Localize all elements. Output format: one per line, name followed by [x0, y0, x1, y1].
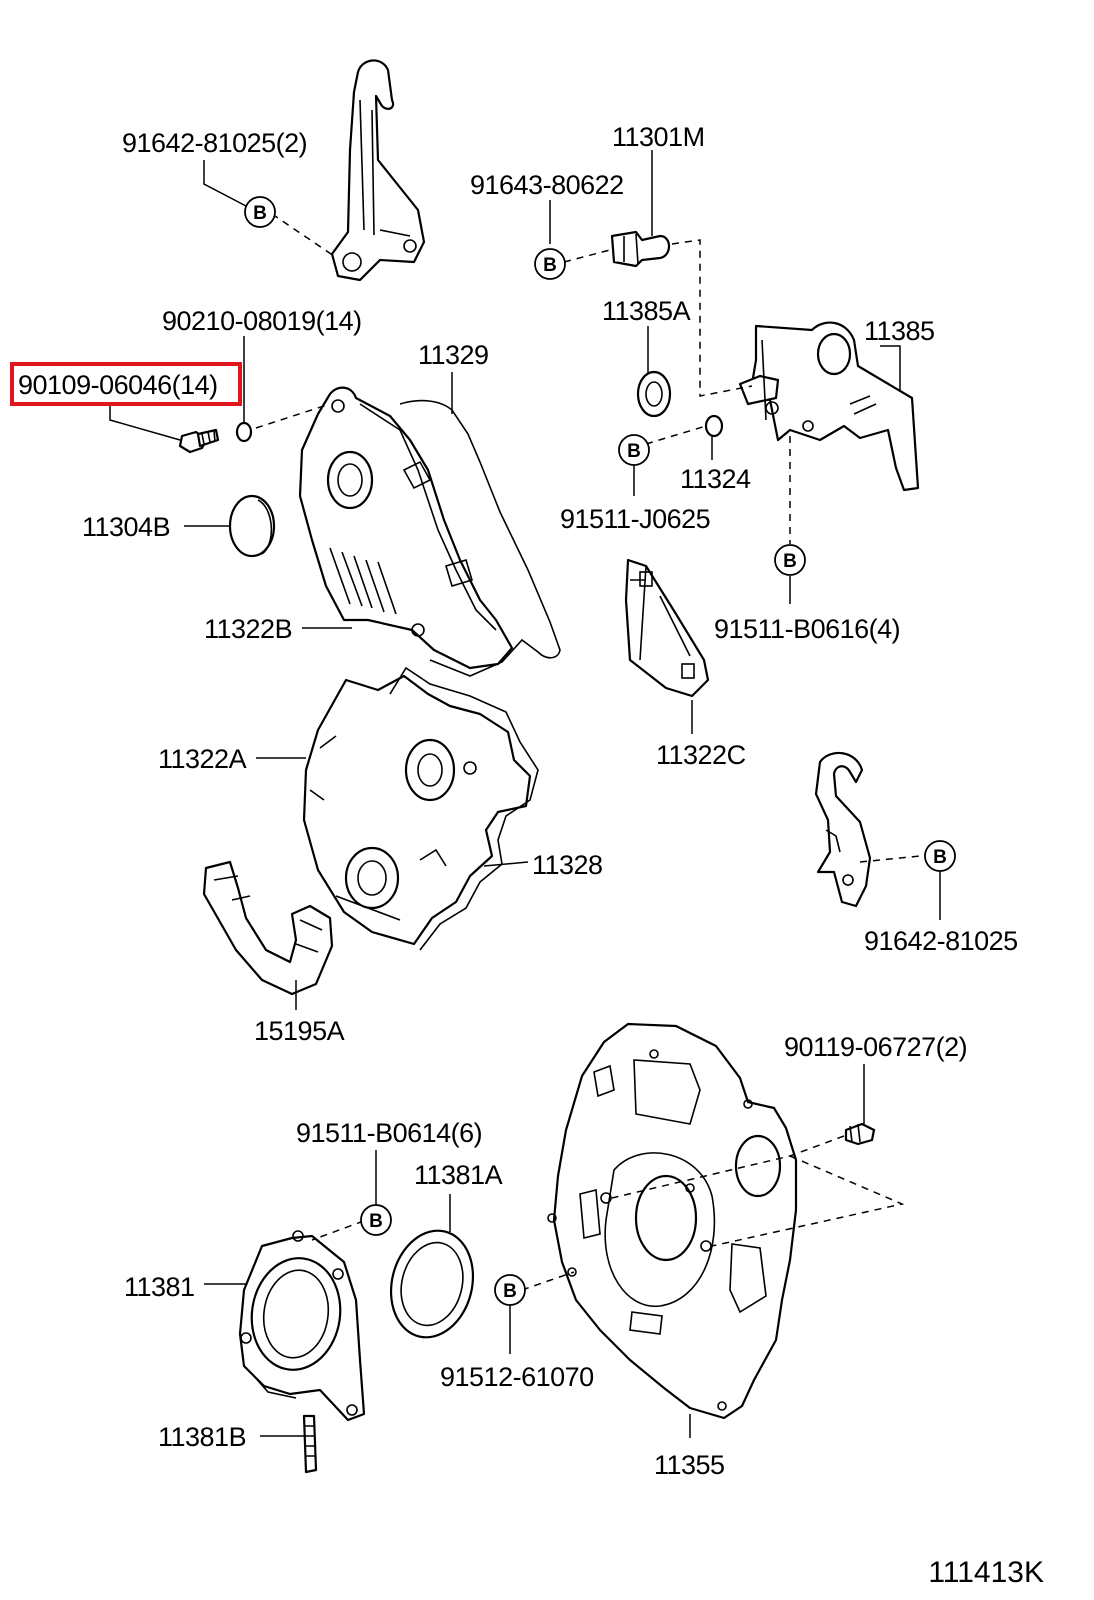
fitting-11301m-drawing: [610, 230, 671, 268]
svg-text:B: B: [783, 551, 797, 572]
lower-cover-gasket-drawing: [389, 666, 539, 951]
plug-11304b-drawing: [228, 494, 276, 558]
lower-engine-hanger-drawing: [814, 751, 872, 908]
label-91512-61070[interactable]: 91512-61070: [440, 1362, 594, 1392]
lower-timing-cover-drawing: [302, 674, 532, 946]
svg-text:B: B: [369, 1211, 383, 1232]
seal-11385a-drawing: [636, 370, 672, 418]
label-91511-j0625[interactable]: 91511-J0625: [560, 504, 711, 534]
bolt-marker: B: [924, 840, 956, 872]
label-11322b[interactable]: 11322B: [204, 614, 293, 644]
svg-text:B: B: [627, 441, 641, 462]
collar-11324-drawing: [704, 414, 724, 438]
label-11381a[interactable]: 11381A: [414, 1160, 503, 1190]
bracket-plate-11385-drawing: [738, 321, 920, 492]
bolt-marker: B: [244, 196, 276, 228]
end-plate-11355-drawing: [547, 1022, 798, 1420]
label-90119-06727[interactable]: 90119-06727(2): [784, 1032, 968, 1062]
bolt-90109-06046-drawing: [178, 428, 220, 454]
bolt-marker: B: [534, 248, 566, 280]
label-11381[interactable]: 11381: [124, 1272, 195, 1302]
label-11385a[interactable]: 11385A: [602, 296, 691, 326]
label-91642-81025-2[interactable]: 91642-81025(2): [122, 128, 308, 158]
bolt-marker: B: [494, 1274, 526, 1306]
label-11322c[interactable]: 11322C: [656, 740, 746, 770]
bolt-marker: B: [360, 1204, 392, 1236]
label-90109-06046[interactable]: 90109-06046(14): [18, 370, 218, 400]
label-11381b[interactable]: 11381B: [158, 1422, 247, 1452]
label-11324[interactable]: 11324: [680, 464, 752, 494]
washer-90210-08019-drawing: [235, 421, 253, 443]
pin-11381b-drawing: [302, 1414, 318, 1474]
label-91642-81025[interactable]: 91642-81025: [864, 926, 1018, 956]
label-15195a[interactable]: 15195A: [254, 1016, 345, 1046]
svg-text:B: B: [253, 203, 267, 224]
svg-text:B: B: [933, 847, 947, 868]
timing-cover-gasket-drawing: [399, 399, 561, 677]
label-11385[interactable]: 11385: [864, 316, 935, 346]
label-91643-80622[interactable]: 91643-80622: [470, 170, 624, 200]
label-91511-b0614[interactable]: 91511-B0614(6): [296, 1118, 483, 1148]
seal-retainer-11381-drawing: [238, 1230, 366, 1422]
selected-part-highlight: [10, 362, 242, 406]
label-11304b[interactable]: 11304B: [82, 512, 171, 542]
label-11328[interactable]: 11328: [532, 850, 603, 880]
label-90210-08019[interactable]: 90210-08019(14): [162, 306, 362, 336]
label-11322a[interactable]: 11322A: [158, 744, 247, 774]
assembly-dashed-lines: [255, 213, 921, 1291]
svg-text:B: B: [543, 255, 557, 276]
belt-guide-15195a-drawing: [202, 860, 334, 996]
label-91511-b0616[interactable]: 91511-B0616(4): [714, 614, 901, 644]
upper-timing-cover-drawing: [298, 386, 514, 670]
figure-reference: 111413K: [928, 1556, 1044, 1589]
oil-seal-11381a-drawing: [389, 1229, 475, 1339]
leader-lines: [109, 150, 941, 1438]
svg-text:B: B: [503, 1281, 517, 1302]
wedge-bracket-11322c-drawing: [624, 558, 710, 698]
bolt-marker: B: [774, 544, 806, 576]
label-11301m[interactable]: 11301M: [612, 122, 705, 152]
label-11355[interactable]: 11355: [654, 1450, 725, 1480]
bolt-90119-06727-drawing: [844, 1122, 876, 1146]
label-11329[interactable]: 11329: [418, 340, 489, 370]
bolt-marker: B: [618, 434, 650, 466]
upper-engine-hanger-drawing: [330, 59, 426, 282]
